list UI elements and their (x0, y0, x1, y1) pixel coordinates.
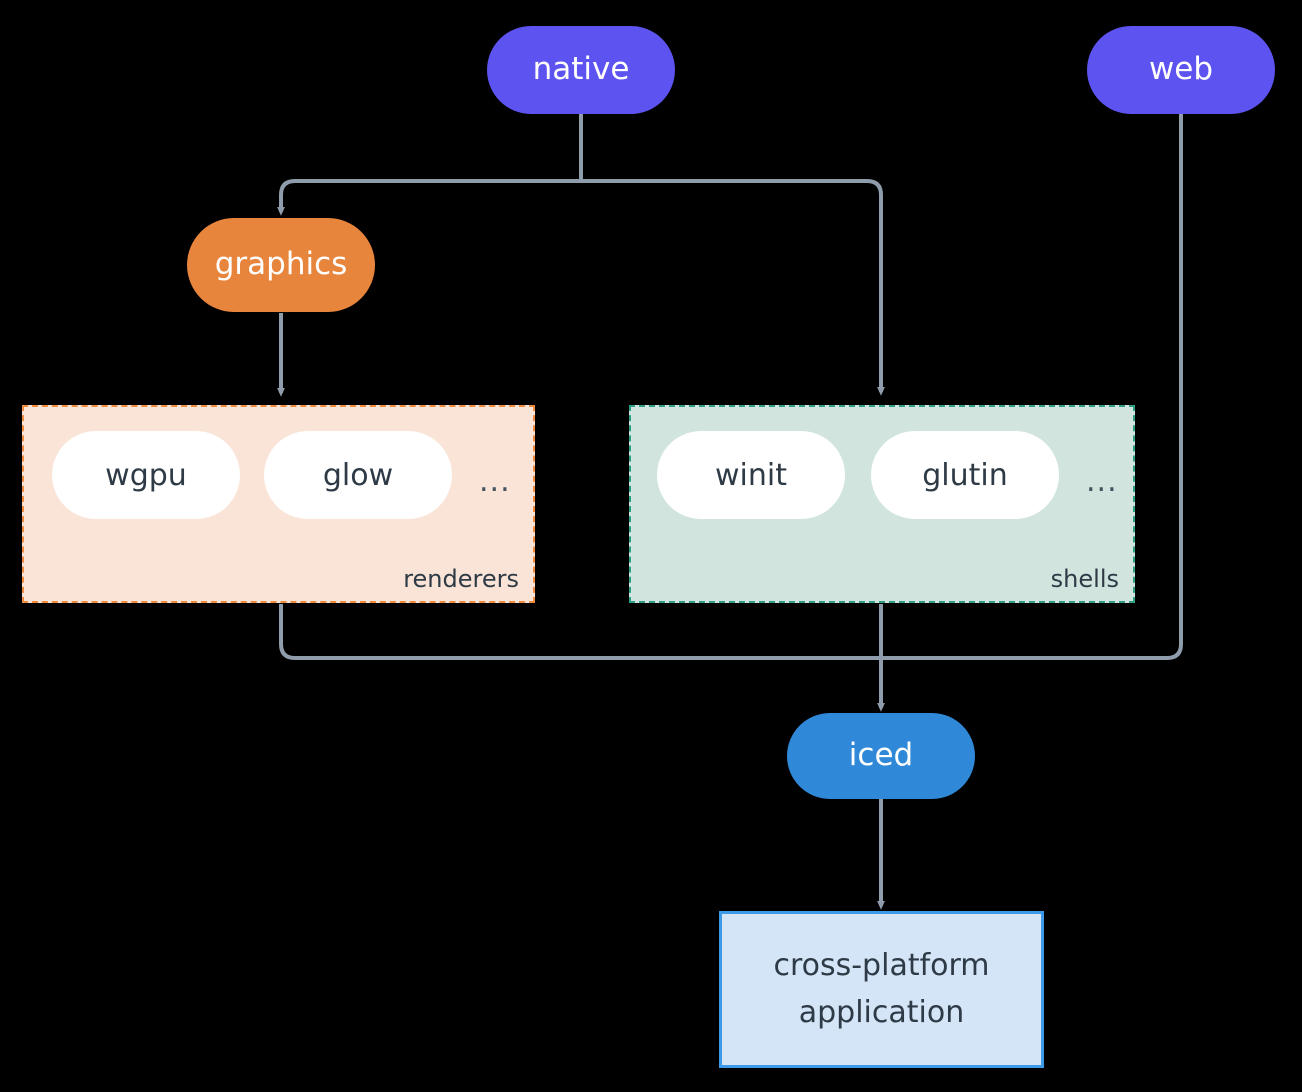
group-shells: winit glutin ... shells (629, 405, 1135, 603)
leaf-wgpu-label: wgpu (105, 457, 187, 493)
leaf-winit-label: winit (715, 457, 787, 493)
node-graphics[interactable]: graphics (187, 218, 375, 312)
leaf-glutin-label: glutin (922, 457, 1008, 493)
node-cross-platform-application[interactable]: cross-platform application (719, 911, 1044, 1068)
node-native-label: native (532, 51, 630, 88)
application-label-line2: application (798, 994, 965, 1030)
node-native[interactable]: native (487, 26, 675, 114)
group-renderers-label: renderers (403, 565, 519, 593)
renderers-more-ellipsis: ... (479, 464, 511, 499)
edge-native-to-graphics (277, 179, 581, 216)
leaf-glow[interactable]: glow (264, 431, 452, 519)
group-shells-label: shells (1050, 565, 1119, 593)
node-iced-label: iced (848, 737, 914, 774)
leaf-glow-label: glow (322, 457, 394, 493)
shells-more-ellipsis: ... (1086, 464, 1118, 499)
node-web[interactable]: web (1087, 26, 1275, 114)
group-renderers: wgpu glow ... renderers (22, 405, 535, 603)
node-iced[interactable]: iced (787, 713, 975, 799)
edge-renderers-to-iced (279, 604, 881, 660)
edge-native-to-shells (581, 179, 885, 396)
leaf-winit[interactable]: winit (657, 431, 845, 519)
leaf-wgpu[interactable]: wgpu (52, 431, 240, 519)
node-graphics-label: graphics (214, 246, 348, 283)
node-web-label: web (1148, 51, 1214, 88)
leaf-glutin[interactable]: glutin (871, 431, 1059, 519)
application-label-line1: cross-platform (773, 948, 990, 983)
